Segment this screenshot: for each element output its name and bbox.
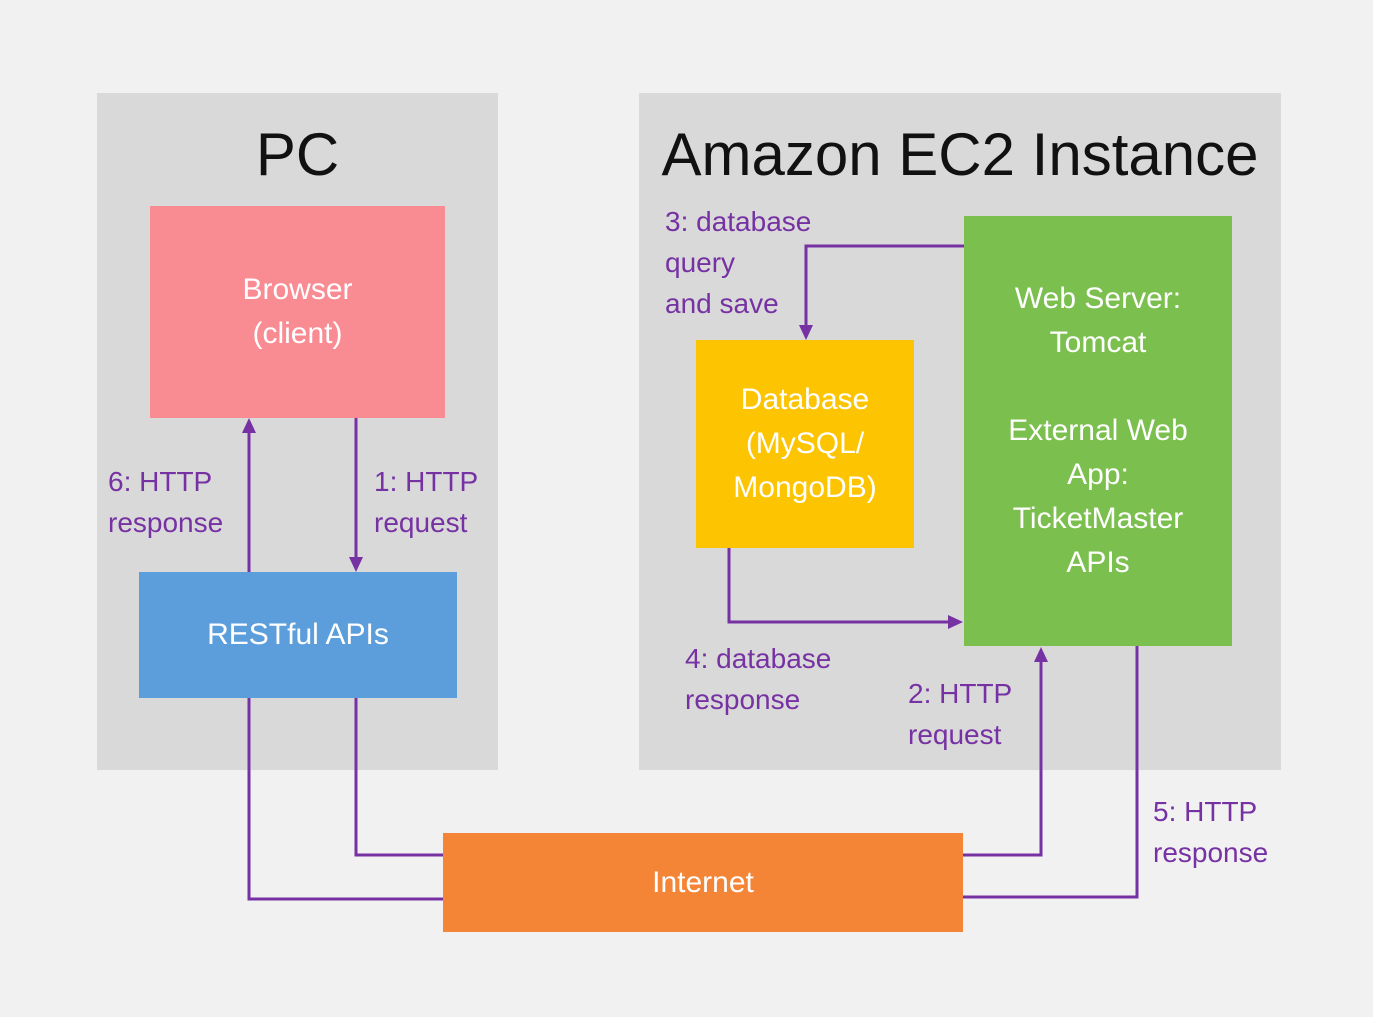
edge-label-2-http-request: 2: HTTP request xyxy=(908,678,1013,750)
arrow-2-http-request xyxy=(963,647,1048,857)
browser-label: Browser (client) xyxy=(242,273,353,350)
edge-label-5-http-response: 5: HTTP response xyxy=(1153,796,1269,868)
restful-apis-label: RESTful APIs xyxy=(207,618,389,651)
pc-title: PC xyxy=(255,121,340,188)
edge-label-3-database-query: 3: database query and save xyxy=(665,206,812,319)
edge-label-1-http-request: 1: HTTP request xyxy=(374,466,479,538)
browser-node: Browser (client) xyxy=(150,206,445,418)
edge-label-6-http-response: 6: HTTP response xyxy=(108,466,224,538)
internet-label: Internet xyxy=(652,865,754,899)
database-node: Database (MySQL/ MongoDB) xyxy=(696,340,914,548)
arrow-5-http-response xyxy=(963,646,1139,899)
internet-node: Internet xyxy=(443,833,963,932)
connector-restful-to-internet xyxy=(354,698,443,857)
arrow-3-database-query xyxy=(799,244,964,340)
web-server-node: Web Server: Tomcat External Web App: Tic… xyxy=(964,216,1232,646)
ec2-title: Amazon EC2 Instance xyxy=(661,121,1259,188)
database-label: Database (MySQL/ MongoDB) xyxy=(733,383,877,504)
edge-label-4-database-response: 4: database response xyxy=(685,643,832,715)
web-server-label: Web Server: Tomcat External Web App: Tic… xyxy=(1008,282,1188,579)
arrow-1-http-request xyxy=(349,418,363,572)
restful-apis-node: RESTful APIs xyxy=(139,572,457,698)
arrow-4-database-response xyxy=(727,547,963,629)
